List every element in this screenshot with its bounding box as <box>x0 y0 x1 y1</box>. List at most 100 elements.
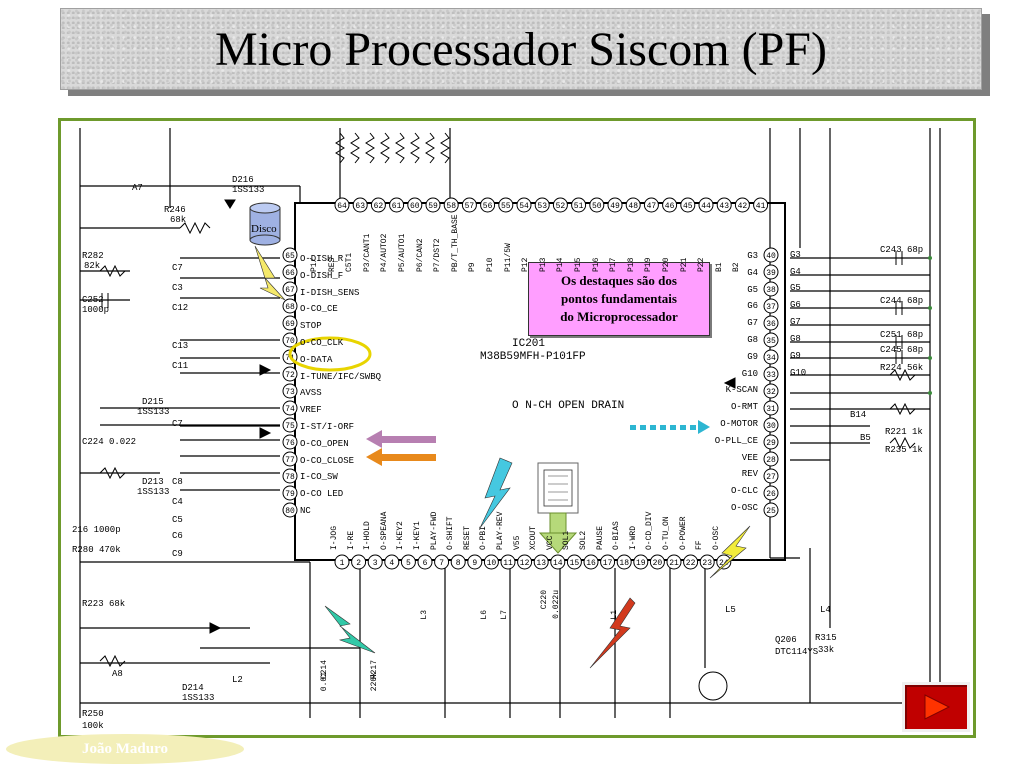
right-components <box>698 251 916 701</box>
right-pin-label: G10 <box>741 368 758 379</box>
lightning-teal-bottom <box>324 605 376 654</box>
right-pin <box>763 400 779 416</box>
bottom-pin-label: I-JOG <box>330 525 339 550</box>
outer-left-label: 1SS133 <box>232 185 265 195</box>
outer-left-label: C8 <box>172 477 183 487</box>
right-pin-number: 25 <box>766 507 776 516</box>
crystal-thumbnail <box>537 462 579 514</box>
bottom-pin <box>550 554 566 570</box>
top-pin <box>625 197 641 213</box>
outer-bottom-label: L6 <box>480 610 489 620</box>
left-pin-number: 70 <box>285 337 295 346</box>
right-pin-number: 33 <box>766 371 776 380</box>
right-pin <box>763 383 779 399</box>
top-pin-number: 45 <box>683 202 693 211</box>
left-pin <box>282 417 298 433</box>
left-pin <box>282 298 298 314</box>
left-pin-label: STOP <box>300 321 322 332</box>
top-pin-number: 59 <box>428 202 438 211</box>
left-pin <box>282 502 298 518</box>
bottom-pin-label: SOL1 <box>562 530 572 550</box>
slide-title: Micro Processador Siscom (PF) <box>215 22 827 76</box>
outer-right-label: G8 <box>790 334 801 344</box>
bottom-pin-label: O-OSC <box>711 525 721 550</box>
left-pin <box>282 485 298 501</box>
outer-right-label: B14 <box>850 410 867 420</box>
outer-left-label: C224 0.022 <box>82 437 137 447</box>
right-pin-label: O-MOTOR <box>720 418 758 429</box>
top-pin-label: P17 <box>609 257 619 272</box>
outer-left-label: D215 <box>142 397 164 407</box>
top-pin <box>334 197 350 213</box>
top-pin-label: P4/AUTO2 <box>380 233 390 272</box>
callout-box: Os destaques são dos pontos fundamentais… <box>528 262 710 336</box>
top-pin <box>589 197 605 213</box>
top-pin-label: P9 <box>468 262 478 272</box>
right-pin <box>763 451 779 467</box>
right-pin-label: G3 <box>747 251 758 261</box>
outer-right-label: G7 <box>790 317 801 327</box>
top-pin <box>389 197 405 213</box>
bottom-pin-label: O-CD_DIV <box>645 511 655 550</box>
top-pin-number: 47 <box>647 202 657 211</box>
bottom-pin-number: 1 <box>340 559 345 568</box>
outer-left-label: 216 1000p <box>72 525 121 535</box>
right-pin-number: 38 <box>766 286 776 295</box>
right-pin <box>763 315 779 331</box>
green-down-arrow <box>538 512 578 554</box>
left-pin-number: 72 <box>285 371 295 380</box>
top-pin-label: P12 <box>521 257 531 272</box>
right-pin <box>763 264 779 280</box>
next-slide-button[interactable] <box>902 682 970 732</box>
top-pin <box>734 197 750 213</box>
left-pin-number: 75 <box>285 422 295 431</box>
outer-bottom-label: L3 <box>420 610 429 620</box>
left-pin <box>282 434 298 450</box>
bottom-pin-label: O-BIAS <box>612 521 622 550</box>
top-pin-number: 42 <box>738 202 748 211</box>
bottom-pin <box>483 554 499 570</box>
left-pin <box>282 247 298 263</box>
outer-bottom-label: L1 <box>610 610 619 620</box>
top-pin <box>698 197 714 213</box>
lightning-yellow-osc <box>709 525 751 579</box>
top-pin-number: 60 <box>410 202 420 211</box>
bottom-pin-number: 24 <box>719 559 729 568</box>
outer-left-label: 68k <box>170 215 187 225</box>
top-pin <box>552 197 568 213</box>
outer-left-label: C12 <box>172 303 189 313</box>
right-pin-number: 32 <box>766 388 776 397</box>
bottom-pin-number: 6 <box>423 559 428 568</box>
bottom-pin-number: 23 <box>702 559 712 568</box>
top-pin-label: P15 <box>574 257 583 272</box>
left-pin-label: AVSS <box>300 388 322 399</box>
left-components <box>99 199 272 668</box>
outer-left-label: 1000p <box>82 305 110 315</box>
bottom-pin-label: RESET <box>462 525 472 550</box>
right-pin-label: G9 <box>747 351 758 362</box>
left-pin <box>282 366 298 382</box>
arrow-orange <box>366 448 436 466</box>
ic-ref-label: IC201 <box>512 338 546 350</box>
top-pin-number: 44 <box>701 202 711 211</box>
right-pin-number: 36 <box>766 320 776 329</box>
left-pin-number: 74 <box>285 405 295 414</box>
bottom-pin-number: 9 <box>472 559 477 568</box>
bottom-pin-label: O-SPEANA <box>379 511 389 550</box>
right-pin <box>763 247 779 263</box>
outer-left-label: C9 <box>172 549 183 559</box>
ic-part-label: M38B59MFH-P101FP <box>480 351 586 363</box>
left-pin-label: O-DISH_R <box>300 254 344 264</box>
right-pin-label: O-CLC <box>730 486 758 497</box>
top-pin <box>680 197 696 213</box>
bottom-pin <box>649 554 665 570</box>
bottom-pin-label: I-RE <box>346 530 356 550</box>
outer-right-label: C244 68p <box>880 296 924 306</box>
top-pin <box>407 197 423 213</box>
bottom-pin-label: FF <box>695 540 705 550</box>
outer-left-label: D213 <box>142 477 164 487</box>
right-pin-label: O-OSC <box>730 502 758 513</box>
